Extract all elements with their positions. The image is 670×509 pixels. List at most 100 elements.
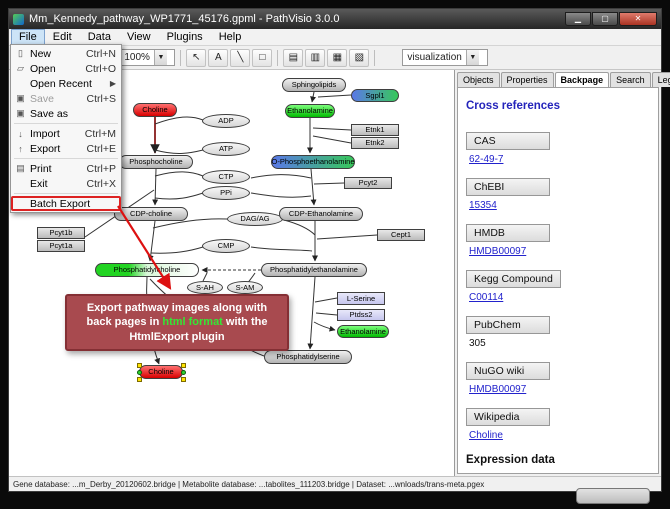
selection-handle[interactable] (181, 363, 186, 368)
pointer-icon[interactable]: ↖ (186, 48, 207, 67)
pathway-node-dag-ag[interactable]: DAG/AG (227, 212, 283, 226)
xref-value-cas[interactable]: 62-49-7 (469, 154, 504, 165)
tab-backpage[interactable]: Backpage (554, 72, 610, 87)
pathway-node-pcyt2[interactable]: Pcyt2 (344, 177, 392, 189)
menu-shortcut: Ctrl+X (86, 177, 116, 190)
pathway-node-ethanolamine[interactable]: Ethanolamine (337, 325, 389, 338)
pathway-node-o-phosphoethanolamine[interactable]: O-Phosphoethanolamine (271, 155, 355, 169)
pathway-node-choline[interactable]: Choline (133, 103, 177, 117)
pathway-node-pcyt1b[interactable]: Pcyt1b (37, 227, 85, 239)
xref-section-chebi: ChEBI (466, 178, 550, 196)
zoom-combobox[interactable]: 100% ▼ (119, 49, 176, 66)
pathway-node-adp[interactable]: ADP (202, 114, 250, 128)
toolbar-separator (277, 49, 279, 66)
pathway-node-cdp-ethanolamine[interactable]: CDP-Ethanolamine (279, 207, 363, 221)
xref-value-nugo-wiki[interactable]: HMDB00097 (469, 384, 527, 395)
minimize-button[interactable]: ▁ (565, 12, 591, 26)
pathway-node-etnk1[interactable]: Etnk1 (351, 124, 399, 136)
pathway-node-ptdss2[interactable]: Ptdss2 (337, 309, 385, 321)
export-icon: ↑ (18, 143, 23, 154)
align-vertical-icon[interactable]: ▥ (305, 48, 326, 67)
chevron-down-icon[interactable]: ▼ (153, 50, 167, 65)
menu-view[interactable]: View (126, 31, 151, 43)
pathway-node-etnk2[interactable]: Etnk2 (351, 137, 399, 149)
distribute-vertical-icon[interactable]: ▧ (349, 48, 370, 67)
chevron-down-icon[interactable]: ▼ (465, 50, 479, 65)
pathway-node-atp[interactable]: ATP (202, 142, 250, 156)
rotation-handle[interactable] (181, 370, 186, 375)
selection-handle[interactable] (137, 363, 142, 368)
visualization-combobox[interactable]: visualization ▼ (402, 49, 489, 66)
expression-data-heading: Expression data (466, 454, 555, 466)
line-icon[interactable]: ╲ (230, 48, 251, 67)
menu-separator (14, 193, 118, 194)
tab-objects[interactable]: Objects (457, 72, 500, 87)
title-bar[interactable]: Mm_Kennedy_pathway_WP1771_45176.gpml - P… (9, 9, 661, 29)
menu-shortcut: Ctrl+O (85, 62, 116, 75)
file-menu-item-batch-export[interactable]: Batch Export (11, 196, 121, 211)
tab-properties[interactable]: Properties (500, 72, 554, 87)
menu-data[interactable]: Data (87, 31, 111, 43)
callout-text: Export pathway images along with back pa… (86, 302, 268, 329)
pathway-node-ctp[interactable]: CTP (202, 170, 250, 184)
align-horizontal-icon[interactable]: ▤ (283, 48, 304, 67)
pathway-node-s-ah[interactable]: S-AH (187, 281, 223, 294)
xref-value-kegg-compound[interactable]: C00114 (469, 292, 504, 303)
close-button[interactable]: ✕ (619, 12, 657, 26)
callout-text-after: with the HtmlExport plugin (129, 316, 268, 343)
xref-value-wikipedia[interactable]: Choline (469, 430, 503, 441)
menu-separator (14, 123, 118, 124)
shape-icon[interactable]: □ (252, 48, 273, 67)
tab-legend[interactable]: Legend (651, 72, 670, 87)
pathway-node-s-am[interactable]: S-AM (227, 281, 263, 294)
pathway-node-sphingolipids[interactable]: Sphingolipids (282, 78, 346, 92)
selection-handle[interactable] (181, 377, 186, 382)
file-menu-item-open-recent[interactable]: Open Recent▶ (11, 76, 121, 91)
maximize-button[interactable]: ▢ (592, 12, 618, 26)
screenshot-artifact (576, 488, 650, 504)
menu-file[interactable]: File (11, 29, 45, 45)
menu-edit[interactable]: Edit (52, 31, 72, 43)
menu-shortcut: Ctrl+N (85, 47, 116, 60)
pathway-node-cdp-choline[interactable]: CDP-choline (114, 207, 188, 221)
tab-search[interactable]: Search (610, 72, 651, 87)
pathway-node-ppi[interactable]: PPi (202, 186, 250, 200)
menu-plugins[interactable]: Plugins (166, 31, 203, 43)
pathway-node-pcyt1a[interactable]: Pcyt1a (37, 240, 85, 252)
submenu-arrow-icon: ▶ (109, 79, 116, 88)
xref-value-chebi[interactable]: 15354 (469, 200, 497, 211)
rotation-handle[interactable] (137, 370, 142, 375)
menu-help[interactable]: Help (218, 31, 242, 43)
pathway-node-phosphatidylcholine[interactable]: Phosphatidylcholine (95, 263, 199, 277)
xref-section-cas: CAS (466, 132, 550, 150)
cross-references-heading: Cross references (466, 100, 560, 112)
app-icon (13, 13, 24, 25)
file-menu-item-save-as[interactable]: ▣Save as (11, 106, 121, 121)
pathway-node-ethanolamine[interactable]: Ethanolamine (285, 104, 335, 118)
pathway-node-phosphocholine[interactable]: Phosphocholine (119, 155, 193, 169)
distribute-horizontal-icon[interactable]: ▦ (327, 48, 348, 67)
label-icon[interactable]: A (208, 48, 229, 67)
pathway-node-sgpl1[interactable]: Sgpl1 (351, 89, 399, 102)
toolbar-tool-buttons: ↖A╲□ (186, 48, 273, 67)
pathway-node-cept1[interactable]: Cept1 (377, 229, 425, 241)
selection-handle[interactable] (137, 377, 142, 382)
xref-value-hmdb[interactable]: HMDB00097 (469, 246, 527, 257)
xref-value-pubchem: 305 (469, 338, 486, 349)
pathway-node-choline[interactable]: Choline (137, 363, 186, 382)
pathway-node-phosphatidylethanolamine[interactable]: Phosphatidylethanolamine (261, 263, 367, 277)
pathway-node-phosphatidylserine[interactable]: Phosphatidylserine (264, 350, 352, 364)
pathway-node-cmp[interactable]: CMP (202, 239, 250, 253)
zoom-value: 100% (124, 52, 150, 63)
menu-item-label: Save as (30, 107, 68, 120)
pathway-node-l-serine[interactable]: L-Serine (337, 292, 385, 305)
